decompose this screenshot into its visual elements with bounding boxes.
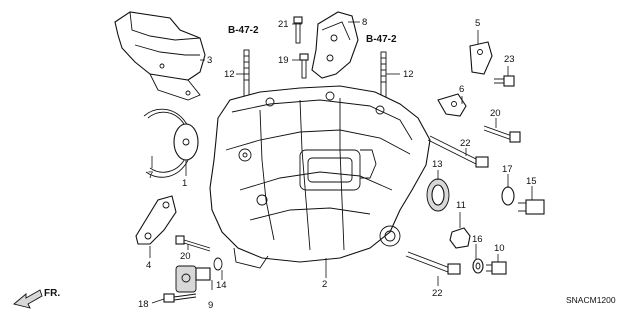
part-18-bolt: [163, 293, 197, 303]
part-17-washer: [501, 186, 515, 206]
leader-lines: [149, 21, 533, 304]
callout-2: 2: [322, 279, 327, 290]
part-21-bolt: [293, 16, 303, 44]
part-12-stud-left: [243, 49, 250, 101]
front-direction-arrow: FR.: [13, 288, 60, 309]
callout-22-lower: 22: [432, 288, 443, 299]
callout-5: 5: [475, 18, 480, 29]
part-15-drain-plug: [518, 199, 545, 215]
part-19-bolt: [299, 53, 309, 79]
part-22-bolt-lower: [405, 251, 461, 275]
callout-12-left: 12: [224, 69, 235, 80]
callout-12-right: 12: [403, 69, 414, 80]
callout-17: 17: [502, 164, 513, 175]
part-11-plug: [449, 227, 471, 249]
callout-11: 11: [456, 200, 466, 211]
callout-10: 10: [494, 243, 505, 254]
part-10-bolt: [486, 261, 507, 275]
part-6-clip: [437, 93, 467, 117]
callout-14: 14: [216, 280, 227, 291]
part-16-washer: [472, 258, 484, 274]
part-4-bracket: [135, 195, 177, 245]
callout-9: 9: [208, 300, 213, 311]
callout-1: 1: [182, 178, 187, 189]
callout-8: 8: [362, 17, 367, 28]
part-3-bracket: [114, 11, 206, 101]
callout-21: 21: [278, 19, 289, 30]
part-20-bolt-left: [175, 235, 211, 252]
callout-19: 19: [278, 55, 289, 66]
part-12-stud-right: [380, 51, 387, 103]
part-20-bolt-right: [483, 125, 521, 143]
callout-13: 13: [432, 159, 443, 170]
part-1-plate: [173, 123, 199, 161]
callout-7: 7: [148, 170, 153, 181]
part-13-oil-seal: [426, 178, 450, 212]
callout-23: 23: [504, 54, 515, 65]
direction-label: FR.: [44, 288, 60, 299]
diagram-code: SNACM1200: [566, 295, 616, 305]
callout-15: 15: [526, 176, 537, 187]
part-14-o-ring: [213, 257, 223, 271]
ref-label-left: B-47-2: [228, 25, 259, 36]
part-23-bolt: [494, 75, 515, 87]
callout-16: 16: [472, 234, 483, 245]
part-22-bolt-upper: [427, 135, 489, 168]
callout-numbers: 1 2 3 4 5 6 7 8 9 10 11 12 12 13 14 15 1…: [138, 17, 537, 311]
callout-20-left: 20: [180, 251, 191, 262]
ref-label-right: B-47-2: [366, 34, 397, 45]
callout-4: 4: [146, 260, 151, 271]
part-8-bracket: [311, 11, 359, 79]
callout-3: 3: [207, 55, 212, 66]
callout-20-right: 20: [490, 108, 501, 119]
callout-6: 6: [459, 84, 464, 95]
part-2-transmission-housing: [209, 85, 431, 269]
callout-18: 18: [138, 299, 149, 310]
part-9-sensor: [175, 265, 211, 293]
part-5-bracket: [469, 41, 493, 75]
callout-22-upper: 22: [460, 138, 471, 149]
